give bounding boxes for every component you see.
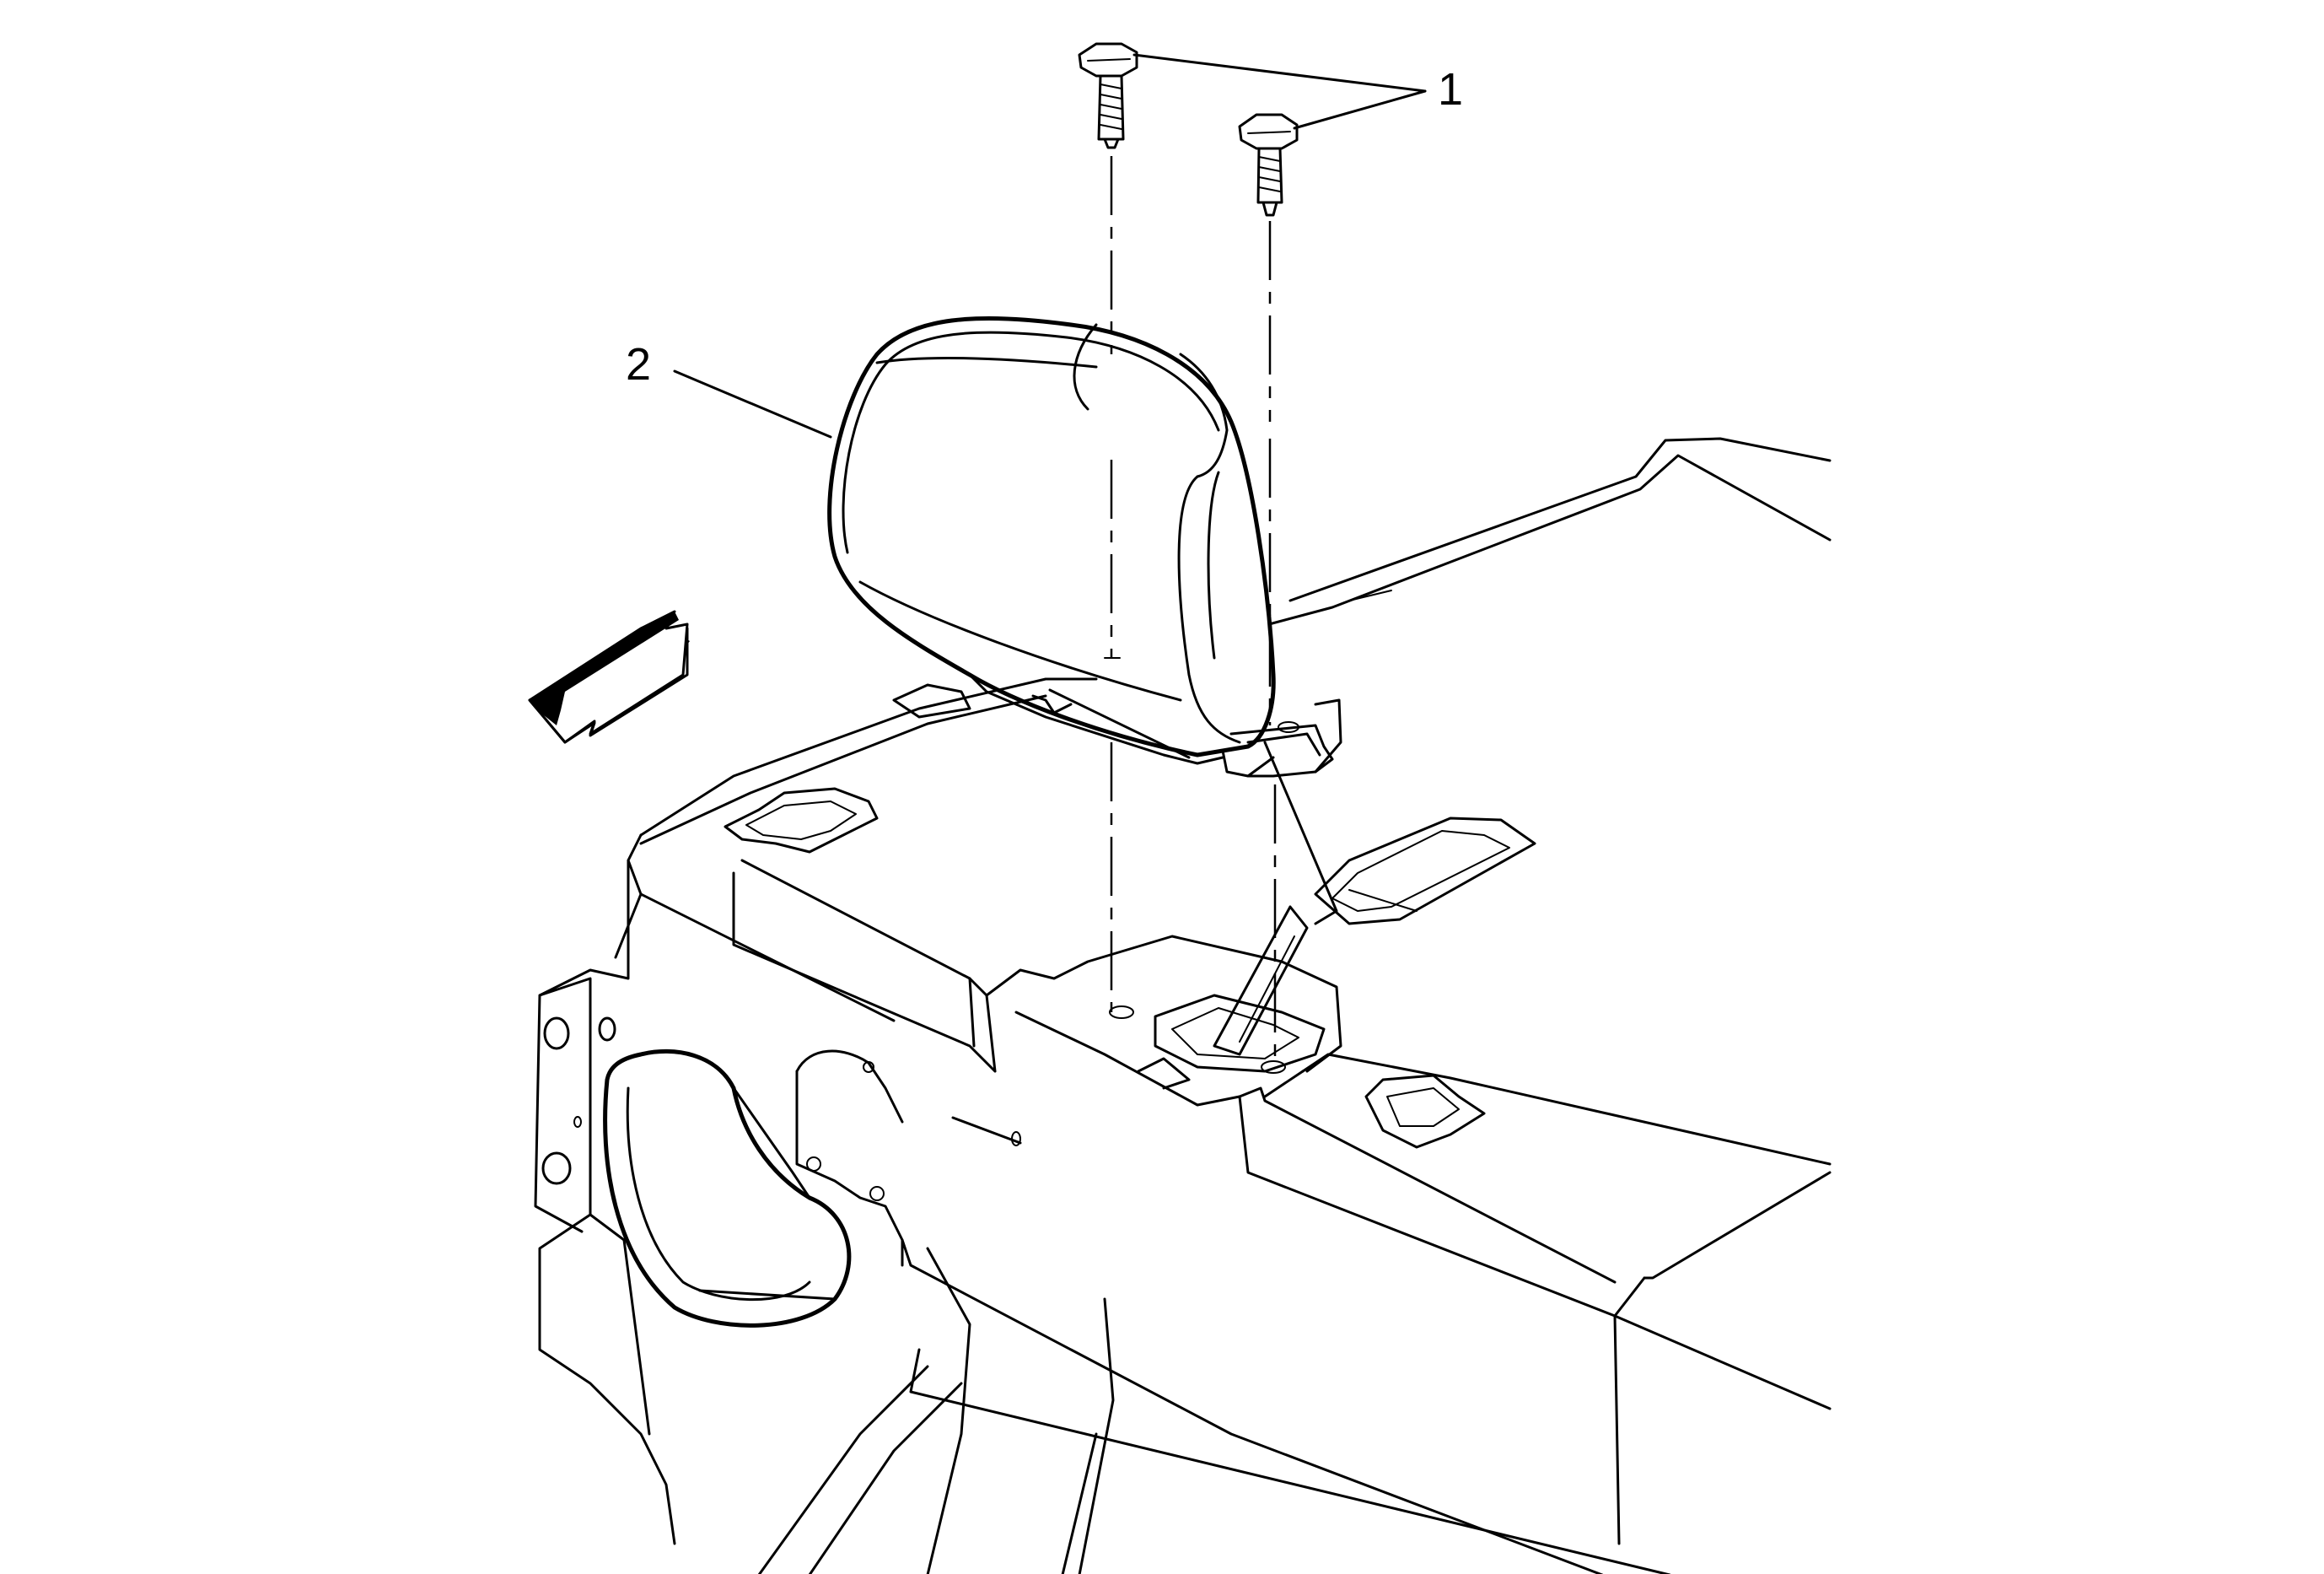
rear-shelf-panel — [534, 437, 1832, 1574]
rear-headrest — [827, 315, 1342, 925]
callout-2: 2 — [626, 339, 832, 439]
bolt-left — [1078, 42, 1138, 149]
installation-center-lines — [1104, 156, 1277, 1067]
callout-2-label: 2 — [626, 339, 651, 390]
front-direction-arrow-icon — [528, 610, 690, 744]
callout-1-label: 1 — [1438, 64, 1463, 115]
bolt-right — [1238, 113, 1299, 217]
callout-1: 1 — [1132, 53, 1463, 130]
